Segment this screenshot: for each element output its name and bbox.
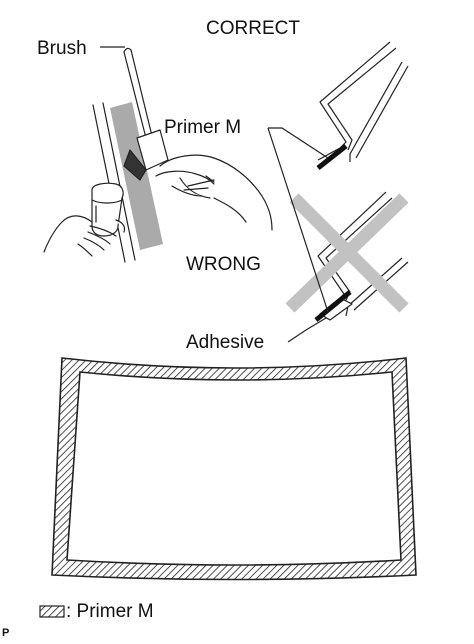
correct-primer-stripe [316, 144, 348, 170]
correct-label: CORRECT [206, 18, 300, 39]
brush-label: Brush [37, 38, 87, 59]
wrong-primer-stripe [314, 290, 352, 322]
brush-icon [123, 47, 169, 181]
brush-application-illustration [43, 47, 273, 263]
primer-leader-correct [268, 127, 329, 159]
x-mark-icon [285, 193, 409, 313]
wrong-label: WRONG [186, 254, 261, 275]
adhesive-label: Adhesive [186, 332, 265, 353]
adhesive-leader [287, 317, 327, 343]
left-hand-icon [43, 182, 126, 257]
leader-lines [100, 46, 329, 343]
primer-m-label: Primer M [164, 117, 242, 138]
wrong-profile-illustration [314, 191, 409, 322]
primer-leader-wrong [267, 127, 329, 313]
hatched-swatch-icon [39, 605, 65, 618]
windshield-primer-border [51, 357, 417, 581]
legend-label: : Primer M [66, 601, 154, 622]
windshield-illustration [51, 357, 417, 581]
correct-profile-illustration [316, 41, 409, 170]
corner-mark: P [2, 627, 10, 639]
right-hand-icon [155, 154, 273, 231]
